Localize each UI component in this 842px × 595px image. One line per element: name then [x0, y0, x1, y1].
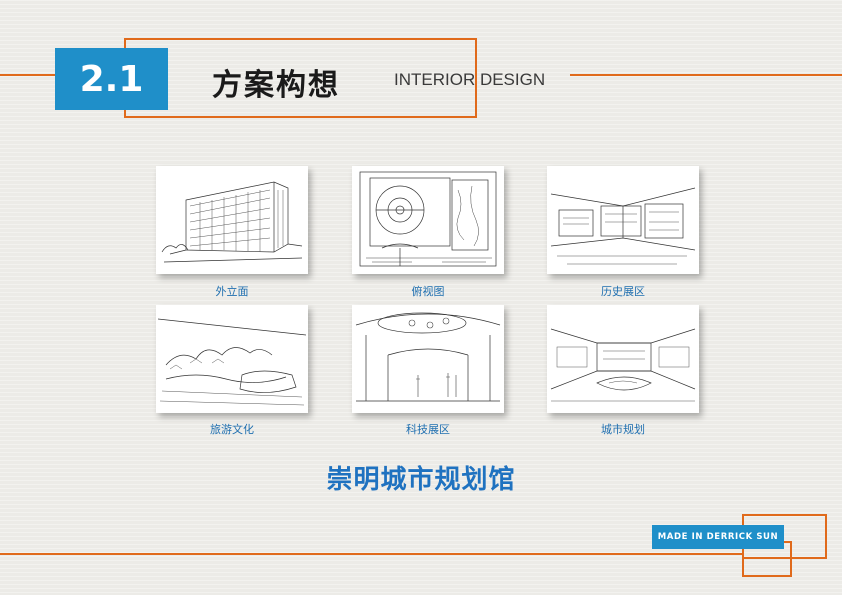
facade-sketch-icon: [161, 181, 303, 263]
section-number: 2.1: [55, 48, 168, 110]
gallery-caption: 俯视图: [411, 285, 445, 298]
page-title: 方案构想: [212, 68, 340, 103]
footer-rule: [0, 553, 742, 555]
urban-planning-sketch-icon: [550, 328, 696, 402]
gallery-caption: 旅游文化: [210, 423, 254, 436]
gallery-caption: 城市规划: [601, 423, 645, 436]
header-rule-right: [570, 74, 842, 76]
tourism-culture-sketch-icon: [157, 318, 307, 406]
technology-exhibit-sketch-image: [352, 305, 504, 413]
author-badge: MADE IN DERRICK SUN: [652, 525, 784, 549]
gallery-caption: 外立面: [215, 285, 249, 298]
title-backdrop: [168, 48, 390, 110]
top-view-sketch-icon: [359, 171, 497, 267]
gallery-caption: 科技展区: [406, 423, 450, 436]
tourism-culture-sketch-image: [156, 305, 308, 413]
top-view-sketch-image: [352, 166, 504, 274]
project-name: 崇明城市规划馆: [326, 465, 516, 495]
history-exhibit-sketch-icon: [550, 187, 696, 265]
facade-sketch-image: [156, 166, 308, 274]
technology-exhibit-sketch-icon: [355, 312, 501, 402]
gallery-caption: 历史展区: [601, 285, 645, 298]
history-exhibit-sketch-image: [547, 166, 699, 274]
urban-planning-sketch-image: [547, 305, 699, 413]
page-subtitle: INTERIOR DESIGN: [394, 70, 546, 89]
